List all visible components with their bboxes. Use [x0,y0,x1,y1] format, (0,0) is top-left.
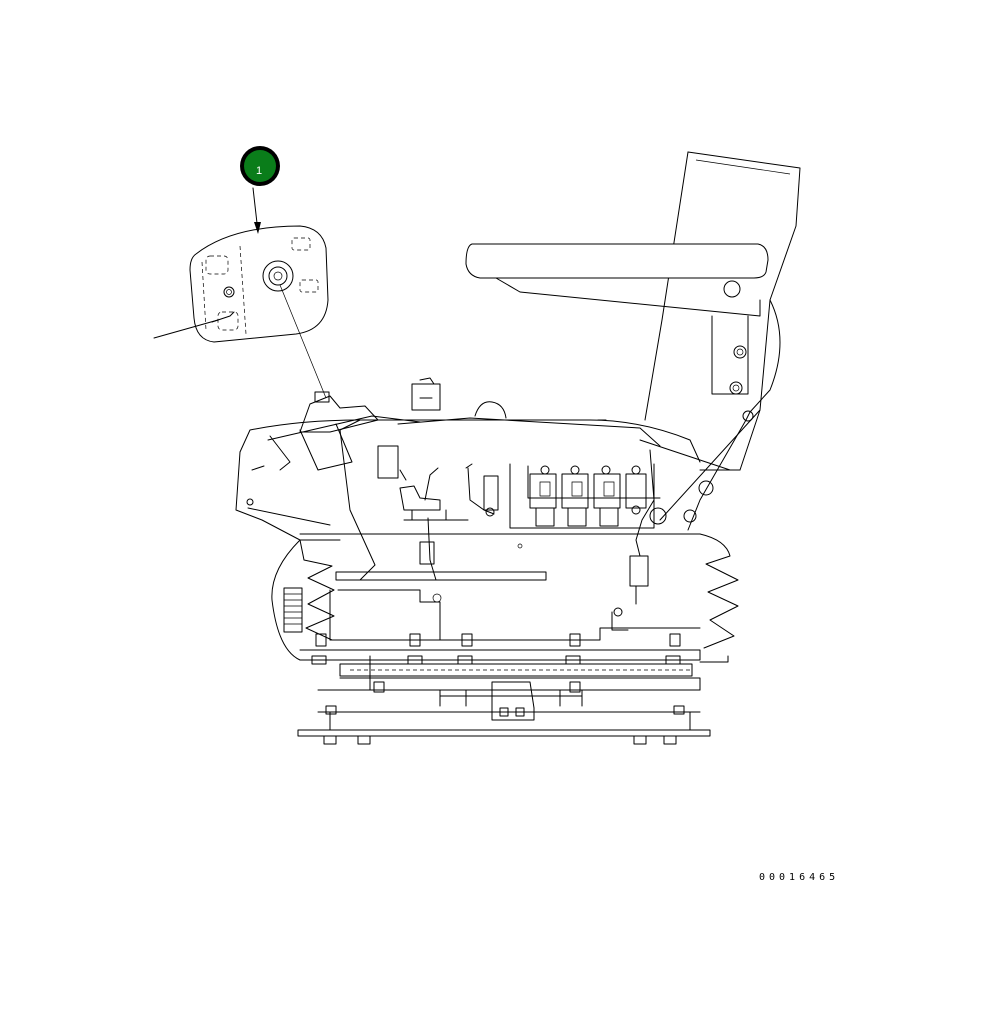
recline-linkage [639,409,761,531]
callout-1: 1 [240,146,280,186]
relay-switches [529,465,647,527]
seat-backrest [644,151,801,471]
seat-base-rails [297,649,729,737]
suspension-bellows [283,533,739,649]
seat-cushion [235,415,701,661]
armrest [465,243,781,413]
drawing-number: 00016465 [759,872,840,883]
control-switch-panel [153,225,329,343]
inner-frame [299,445,701,641]
panel-mount-bracket [269,391,379,471]
harness-connector [611,449,667,631]
callout-number: 1 [256,165,262,177]
mounting-bolts [311,633,685,745]
top-connector [411,377,607,421]
